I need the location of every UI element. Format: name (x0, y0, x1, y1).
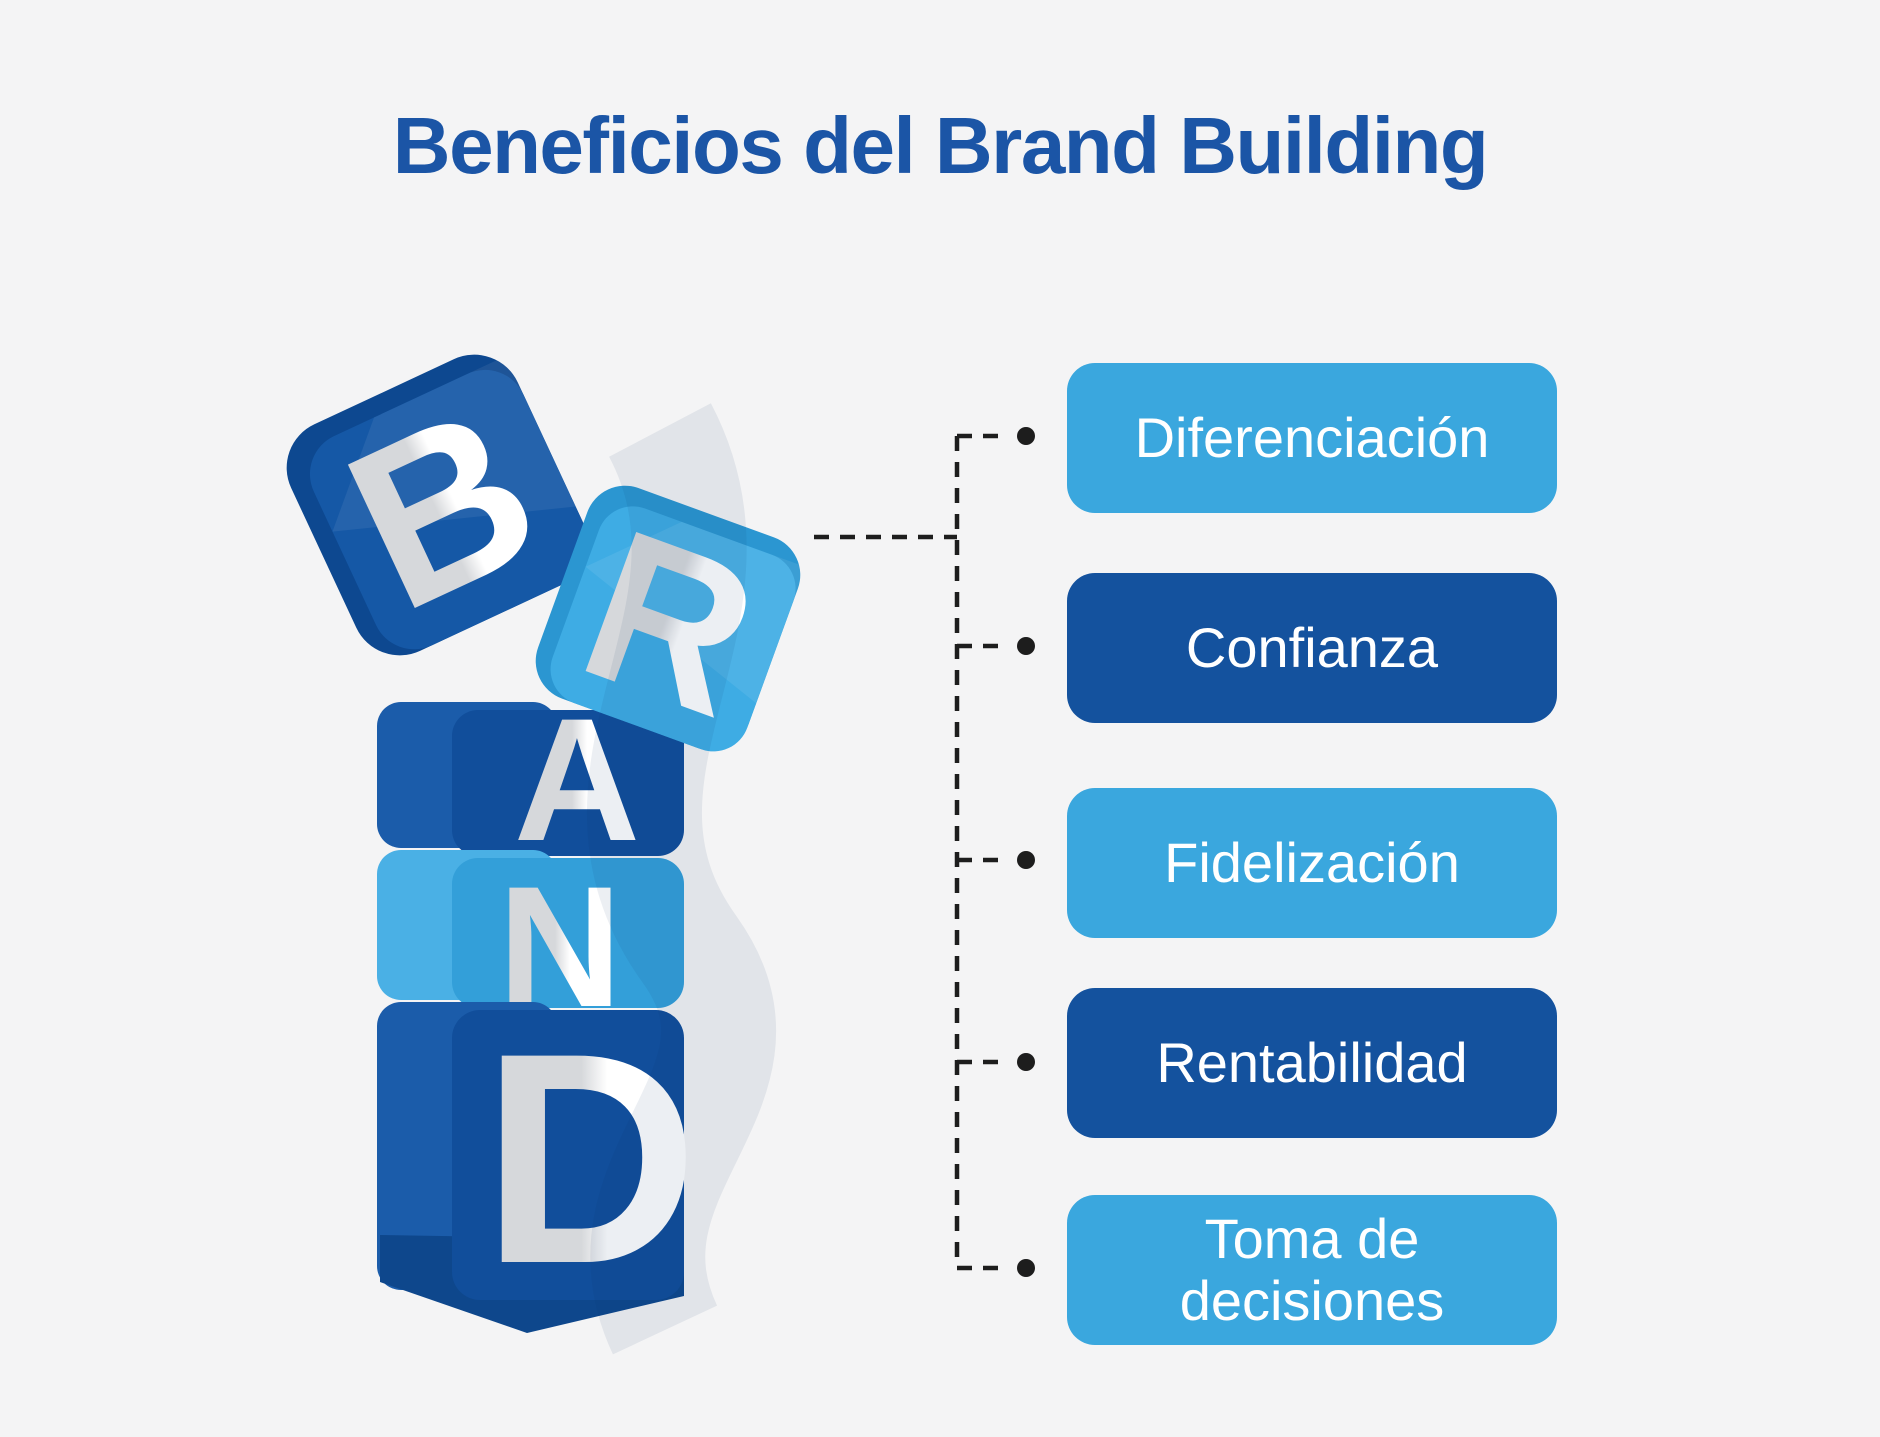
connector-dot (1017, 427, 1035, 445)
connector-dot (1017, 1259, 1035, 1277)
benefit-label: Toma de decisiones (1179, 1207, 1445, 1332)
cube-r: R (535, 483, 806, 762)
connector-lines (814, 433, 1002, 1271)
connector-dot (1017, 1053, 1035, 1071)
benefit-card-rentabilidad: Rentabilidad (1067, 988, 1557, 1138)
cube-d: D (377, 990, 698, 1333)
benefit-card-toma-de-decisiones: Toma de decisiones (1067, 1195, 1557, 1345)
benefit-card-diferenciacion: Diferenciación (1067, 363, 1557, 513)
benefit-label: Confianza (1185, 616, 1439, 680)
benefit-label: Rentabilidad (1156, 1031, 1468, 1095)
cube-b: B (286, 354, 590, 659)
benefit-label: Diferenciación (1134, 406, 1490, 470)
benefit-card-fidelizacion: Fidelización (1067, 788, 1557, 938)
ribbon-swoosh (586, 403, 777, 1355)
benefit-label: Fidelización (1164, 831, 1460, 895)
connector-dot (1017, 637, 1035, 655)
connector-dot (1017, 851, 1035, 869)
page-title: Beneficios del Brand Building (392, 101, 1489, 190)
benefit-card-confianza: Confianza (1067, 573, 1557, 723)
connector-dots (1017, 427, 1035, 1277)
letter-d: D (482, 990, 699, 1326)
